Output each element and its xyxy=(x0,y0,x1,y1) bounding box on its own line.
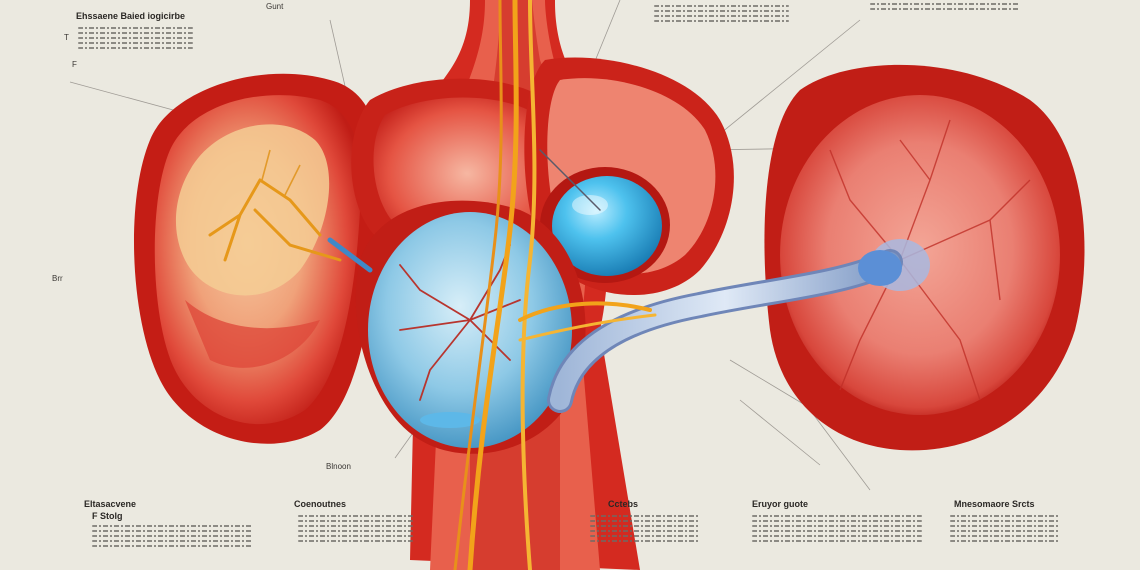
bottom-5-text-block xyxy=(950,512,1060,545)
bottom-5-title: Mnesomaore Srcts xyxy=(954,499,1035,509)
bottom-4-title: Eruyor guote xyxy=(752,499,809,509)
top-left-marker-t: T xyxy=(64,33,69,42)
top-center-text-block xyxy=(654,2,789,25)
bottom-1-title: Eltasacvene xyxy=(84,499,137,509)
top-left-text-block xyxy=(78,24,193,52)
bottom-2-text-block xyxy=(298,512,413,545)
bottom-1-text-block xyxy=(92,522,252,550)
top-left-marker-f: F xyxy=(72,60,77,69)
bottom-center-label: Blnoon xyxy=(326,462,351,471)
bottom-1-subtitle: F Stolg xyxy=(92,511,123,521)
bottom-2-title: Coenoutnes xyxy=(294,499,347,509)
top-left-heading: Ehssaene Baied iogicirbe xyxy=(76,11,186,21)
right-disc xyxy=(764,64,1085,451)
central-lens xyxy=(355,200,586,454)
bottom-3-title: Cctebs xyxy=(608,499,639,509)
top-center-label: Gunt xyxy=(266,2,284,11)
mid-left-label: Brr xyxy=(52,274,63,283)
bottom-3-text-block xyxy=(590,512,700,545)
connecting-tube xyxy=(547,249,903,413)
left-lobe xyxy=(133,73,381,444)
bottom-4-text-block xyxy=(752,512,922,545)
nerve-bundle xyxy=(327,0,657,570)
blue-sphere xyxy=(540,167,670,283)
top-right-text-block xyxy=(870,0,1020,13)
